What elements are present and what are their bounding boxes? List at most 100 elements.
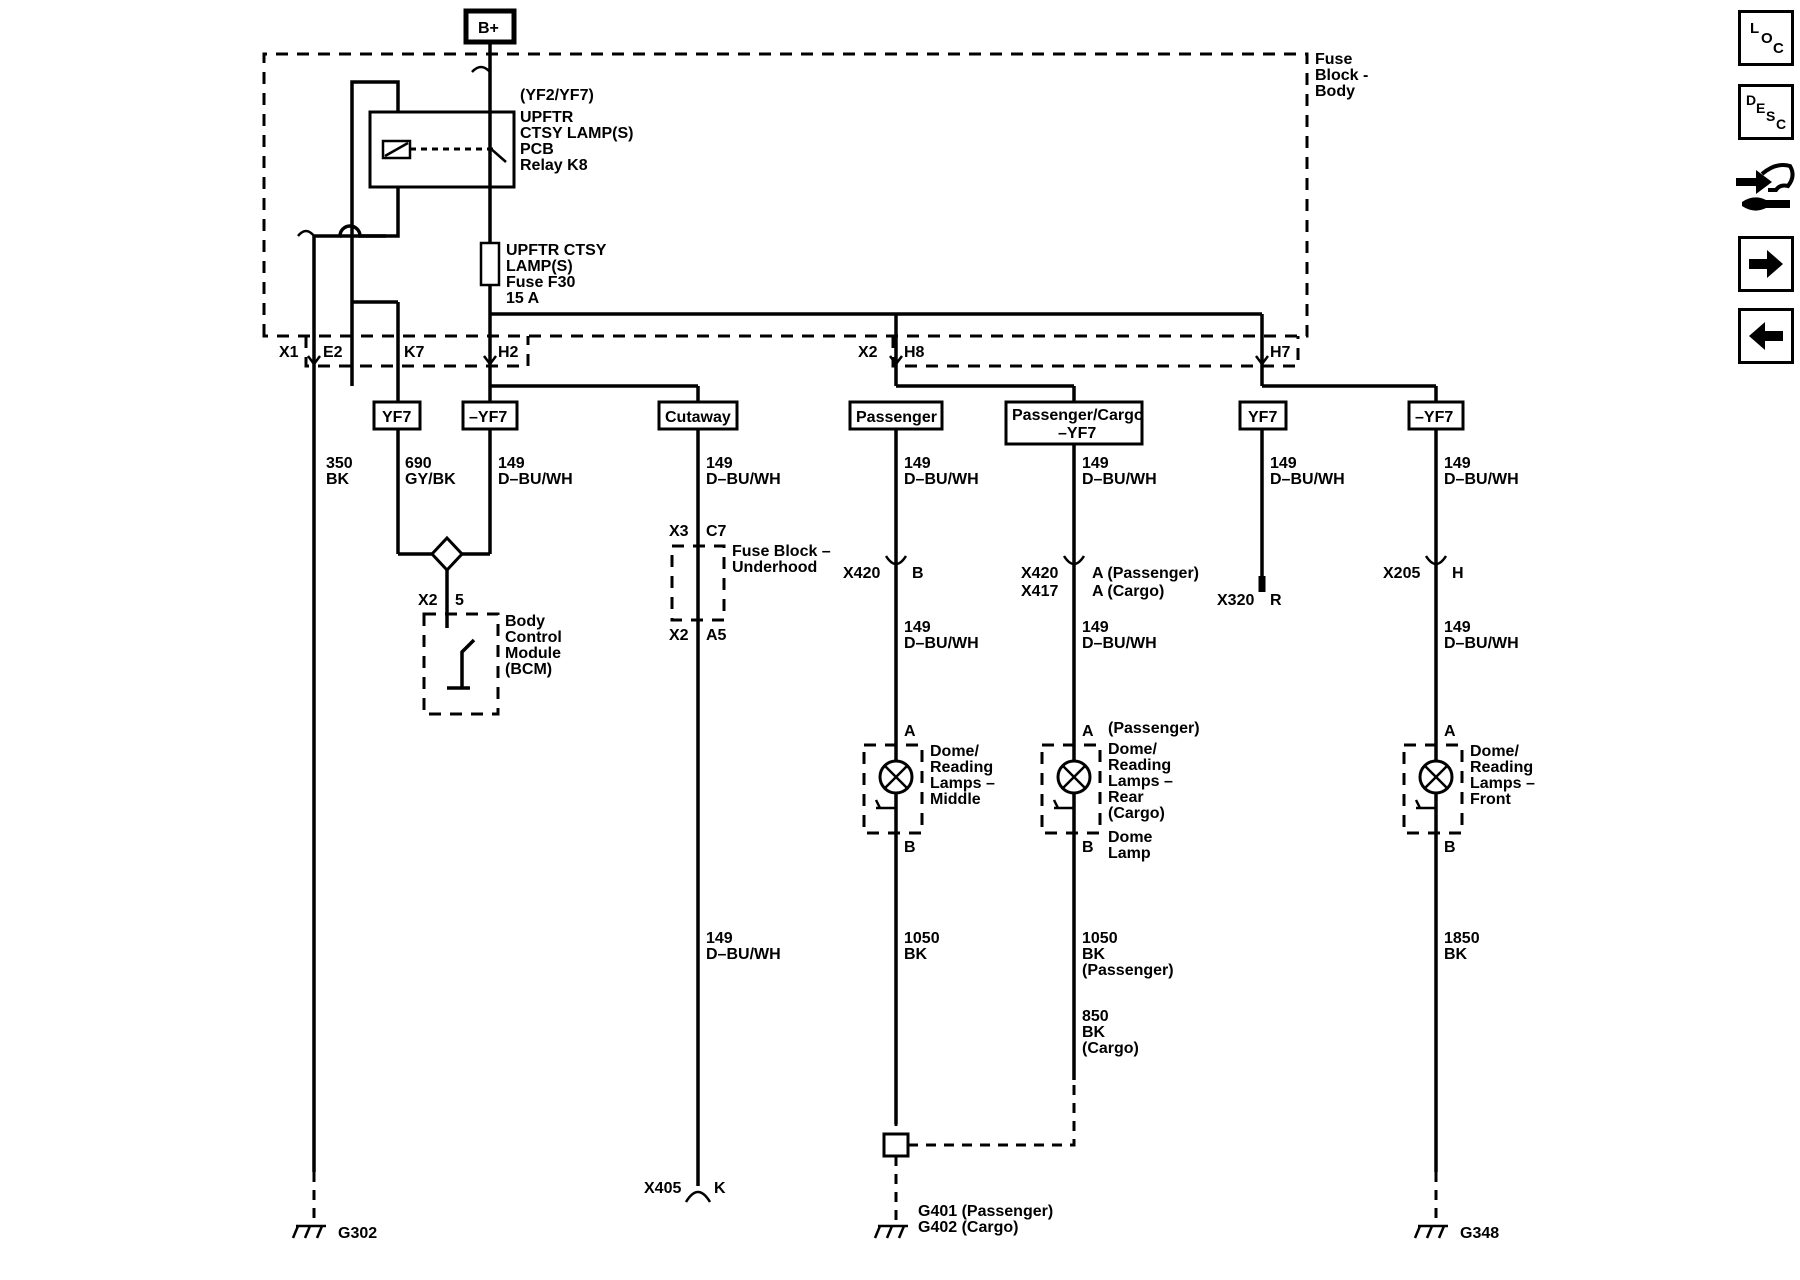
chevron-h2 bbox=[483, 355, 497, 367]
lamp-middle-label-1: Dome/ bbox=[930, 743, 979, 760]
lamp-middle-pin-a: A bbox=[904, 723, 916, 740]
underhood-conn-c7: C7 bbox=[706, 523, 727, 540]
connector-symbol-x420-a bbox=[884, 555, 908, 566]
lamp-middle-housing bbox=[862, 743, 924, 835]
description-button[interactable]: D E S C bbox=[1738, 84, 1794, 140]
fuse-label-2: LAMP(S) bbox=[506, 258, 573, 275]
wire-350-color: BK bbox=[326, 471, 350, 488]
wire-149-size-yf7: 149 bbox=[1270, 455, 1297, 472]
underhood-fuse-block-box bbox=[670, 544, 726, 622]
wire-149-size-pc: 149 bbox=[1082, 455, 1109, 472]
connector-symbol-e2 bbox=[297, 229, 315, 237]
fuse-label-4: 15 A bbox=[506, 290, 540, 307]
relay-label-3: PCB bbox=[520, 141, 554, 158]
svg-text:YF7: YF7 bbox=[382, 409, 411, 426]
svg-text:D: D bbox=[1746, 92, 1756, 108]
connector-tool-button[interactable] bbox=[1732, 156, 1798, 218]
connector-symbol-x405 bbox=[684, 1190, 712, 1203]
wire-149-size-front: 149 bbox=[1444, 455, 1471, 472]
relay-box bbox=[368, 110, 516, 189]
fuse-symbol bbox=[479, 241, 501, 287]
svg-text:C: C bbox=[1776, 116, 1786, 132]
ground-tie-wire bbox=[314, 224, 386, 238]
svg-text:Passenger: Passenger bbox=[856, 409, 937, 426]
fuse-block-label-1: Fuse bbox=[1315, 51, 1352, 68]
wire-1850-color: BK bbox=[1444, 946, 1468, 963]
svg-text:Passenger/Cargo: Passenger/Cargo bbox=[1012, 407, 1144, 424]
wire-149-size-front-2: 149 bbox=[1444, 619, 1471, 636]
arrow-left-icon bbox=[1749, 322, 1783, 350]
svg-text:S: S bbox=[1766, 108, 1775, 124]
lamp-middle-pin-b: B bbox=[904, 839, 916, 856]
svg-text:–YF7: –YF7 bbox=[469, 409, 507, 426]
bcm-label-1: Body bbox=[505, 613, 545, 630]
wire-1850-size: 1850 bbox=[1444, 930, 1480, 947]
wire-1050-size-rear: 1050 bbox=[1082, 930, 1118, 947]
connector-symbol-x420-b bbox=[1062, 555, 1086, 566]
wire-149-color-h2: D–BU/WH bbox=[498, 471, 573, 488]
lamp-middle-label-2: Reading bbox=[930, 759, 993, 776]
conn-pin-r: R bbox=[1270, 592, 1282, 609]
svg-text:Cutaway: Cutaway bbox=[665, 409, 731, 426]
conn-x2: X2 bbox=[858, 344, 878, 361]
conn-e2: E2 bbox=[323, 344, 343, 361]
wire-149-color-passenger: D–BU/WH bbox=[904, 471, 979, 488]
lamp-middle-label-4: Middle bbox=[930, 791, 981, 808]
relay-coil-wire-b bbox=[340, 187, 400, 238]
bcm-conn-x2: X2 bbox=[418, 592, 438, 609]
lamp-rear-pin-a: A bbox=[1082, 723, 1094, 740]
conn-x1: X1 bbox=[279, 344, 299, 361]
fuse-block-label-2: Block - bbox=[1315, 67, 1368, 84]
lamp-rear-label-7: Lamp bbox=[1108, 845, 1151, 862]
bcm-box bbox=[422, 612, 500, 716]
conn-x417: X417 bbox=[1021, 583, 1058, 600]
wire-149-color-cutaway-lower: D–BU/WH bbox=[706, 946, 781, 963]
underhood-label-1: Fuse Block – bbox=[732, 543, 831, 560]
lamp-rear-label-5: (Cargo) bbox=[1108, 805, 1165, 822]
wire-1050-color-middle: BK bbox=[904, 946, 928, 963]
option-box-passenger: Passenger bbox=[848, 400, 944, 431]
conn-h2: H2 bbox=[498, 344, 519, 361]
connector-symbol-x205 bbox=[1424, 555, 1448, 566]
wire-149-size-passenger: 149 bbox=[904, 455, 931, 472]
description-icon: D E S C bbox=[1746, 92, 1786, 132]
fuse-block-outline bbox=[262, 52, 1309, 338]
connector-symbol-top bbox=[471, 65, 491, 73]
next-page-button[interactable] bbox=[1738, 236, 1794, 292]
arrow-right-icon bbox=[1749, 250, 1783, 278]
cargo-ground-dashed bbox=[908, 1080, 1076, 1147]
wire-149-size-h2: 149 bbox=[498, 455, 525, 472]
wire-1050-size-middle: 1050 bbox=[904, 930, 940, 947]
location-button[interactable]: L O C bbox=[1738, 10, 1794, 66]
wire-149-color-front-2: D–BU/WH bbox=[1444, 635, 1519, 652]
wire-149-size-cutaway: 149 bbox=[706, 455, 733, 472]
option-box-nyf7-b: –YF7 bbox=[1407, 400, 1465, 431]
previous-page-button[interactable] bbox=[1738, 308, 1794, 364]
conn-x420-b: X420 bbox=[1021, 565, 1058, 582]
wire-1050-color-rear: BK bbox=[1082, 946, 1106, 963]
wire-149-size-pc-2: 149 bbox=[1082, 619, 1109, 636]
wire-350-size: 350 bbox=[326, 455, 353, 472]
lamp-rear-label-6: Dome bbox=[1108, 829, 1153, 846]
lamp-middle-bulb bbox=[878, 759, 914, 795]
svg-text:C: C bbox=[1773, 40, 1784, 57]
relay-coil-wire-a bbox=[350, 80, 400, 386]
relay-label-2: CTSY LAMP(S) bbox=[520, 125, 633, 142]
lamp-front-bulb bbox=[1418, 759, 1454, 795]
lamp-front-label-1: Dome/ bbox=[1470, 743, 1519, 760]
conn-x420-a: X420 bbox=[843, 565, 880, 582]
wire-149-color-yf7: D–BU/WH bbox=[1270, 471, 1345, 488]
lamp-front-switch bbox=[1414, 799, 1436, 810]
underhood-conn-x3: X3 bbox=[669, 523, 689, 540]
lamp-front-pin-a: A bbox=[1444, 723, 1456, 740]
lamp-rear-label-3: Lamps – bbox=[1108, 773, 1173, 790]
svg-text:L: L bbox=[1750, 20, 1759, 37]
connector-tool-icon bbox=[1736, 163, 1795, 211]
ground-g302: G302 bbox=[338, 1225, 377, 1242]
bcm-conn-5: 5 bbox=[455, 592, 464, 609]
fuse-label-1: UPFTR CTSY bbox=[506, 242, 607, 259]
wire-850-cargo-note: (Cargo) bbox=[1082, 1040, 1139, 1057]
bcm-splice-diamond bbox=[429, 535, 465, 573]
lamp-rear-bulb bbox=[1056, 759, 1092, 795]
conn-k7: K7 bbox=[404, 344, 425, 361]
